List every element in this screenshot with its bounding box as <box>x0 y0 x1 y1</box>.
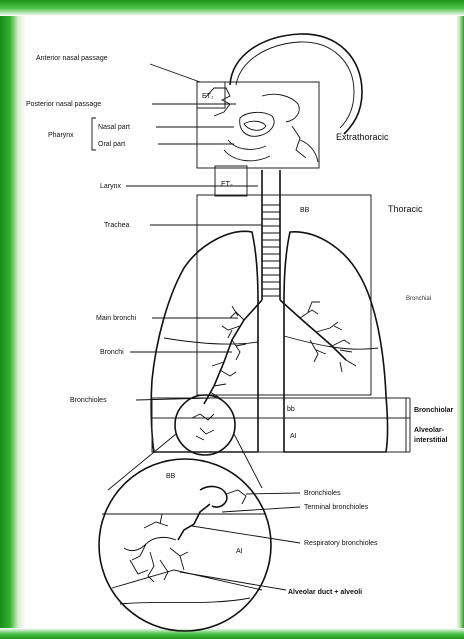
zoom-leaders <box>180 493 300 590</box>
trachea <box>262 170 280 300</box>
label-alveolar-duct: Alveolar duct + alveoli <box>288 589 362 596</box>
label-terminal-bronchioles: Terminal bronchioles <box>304 504 369 511</box>
label-bb: BB <box>300 207 310 214</box>
label-extrathoracic: Extrathoracic <box>336 132 389 142</box>
label-bronchial: Bronchial <box>406 296 431 302</box>
head-outline <box>205 34 362 162</box>
magnifier-small-circle <box>108 395 262 490</box>
label-oral-part: Oral part <box>98 141 125 148</box>
label-et2: ET₂ <box>221 181 233 188</box>
label-alveolar-interstitial-1: Alveolar- <box>414 427 445 434</box>
label-main-bronchi: Main bronchi <box>96 315 137 322</box>
label-anterior-nasal-passage: Anterior nasal passage <box>36 55 108 62</box>
label-zoom-bronchioles: Bronchioles <box>304 490 341 497</box>
label-pharynx: Pharynx <box>48 132 74 139</box>
label-trachea: Trachea <box>104 222 130 229</box>
label-bronchi: Bronchi <box>100 349 124 356</box>
label-bb-lower: bb <box>287 406 295 413</box>
label-alveolar-interstitial-2: interstitial <box>414 437 448 444</box>
label-posterior-nasal-passage: Posterior nasal passage <box>26 101 101 108</box>
extrathoracic-region <box>197 82 319 196</box>
label-et1: ET₁ <box>202 93 214 100</box>
label-bronchioles: Bronchioles <box>70 397 107 404</box>
label-ai: AI <box>290 433 297 440</box>
label-respiratory-bronchioles: Respiratory bronchioles <box>304 540 378 547</box>
label-thoracic: Thoracic <box>388 204 423 214</box>
bb-ai-region <box>152 398 410 452</box>
label-ai-circle: AI <box>236 548 243 555</box>
label-larynx: Larynx <box>100 183 122 190</box>
label-nasal-part: Nasal part <box>98 124 130 131</box>
label-bronchiolar: Bronchiolar <box>414 407 454 414</box>
label-bb-circle: BB <box>166 473 176 480</box>
magnifier-large-circle <box>99 459 271 631</box>
lungs <box>151 231 387 452</box>
